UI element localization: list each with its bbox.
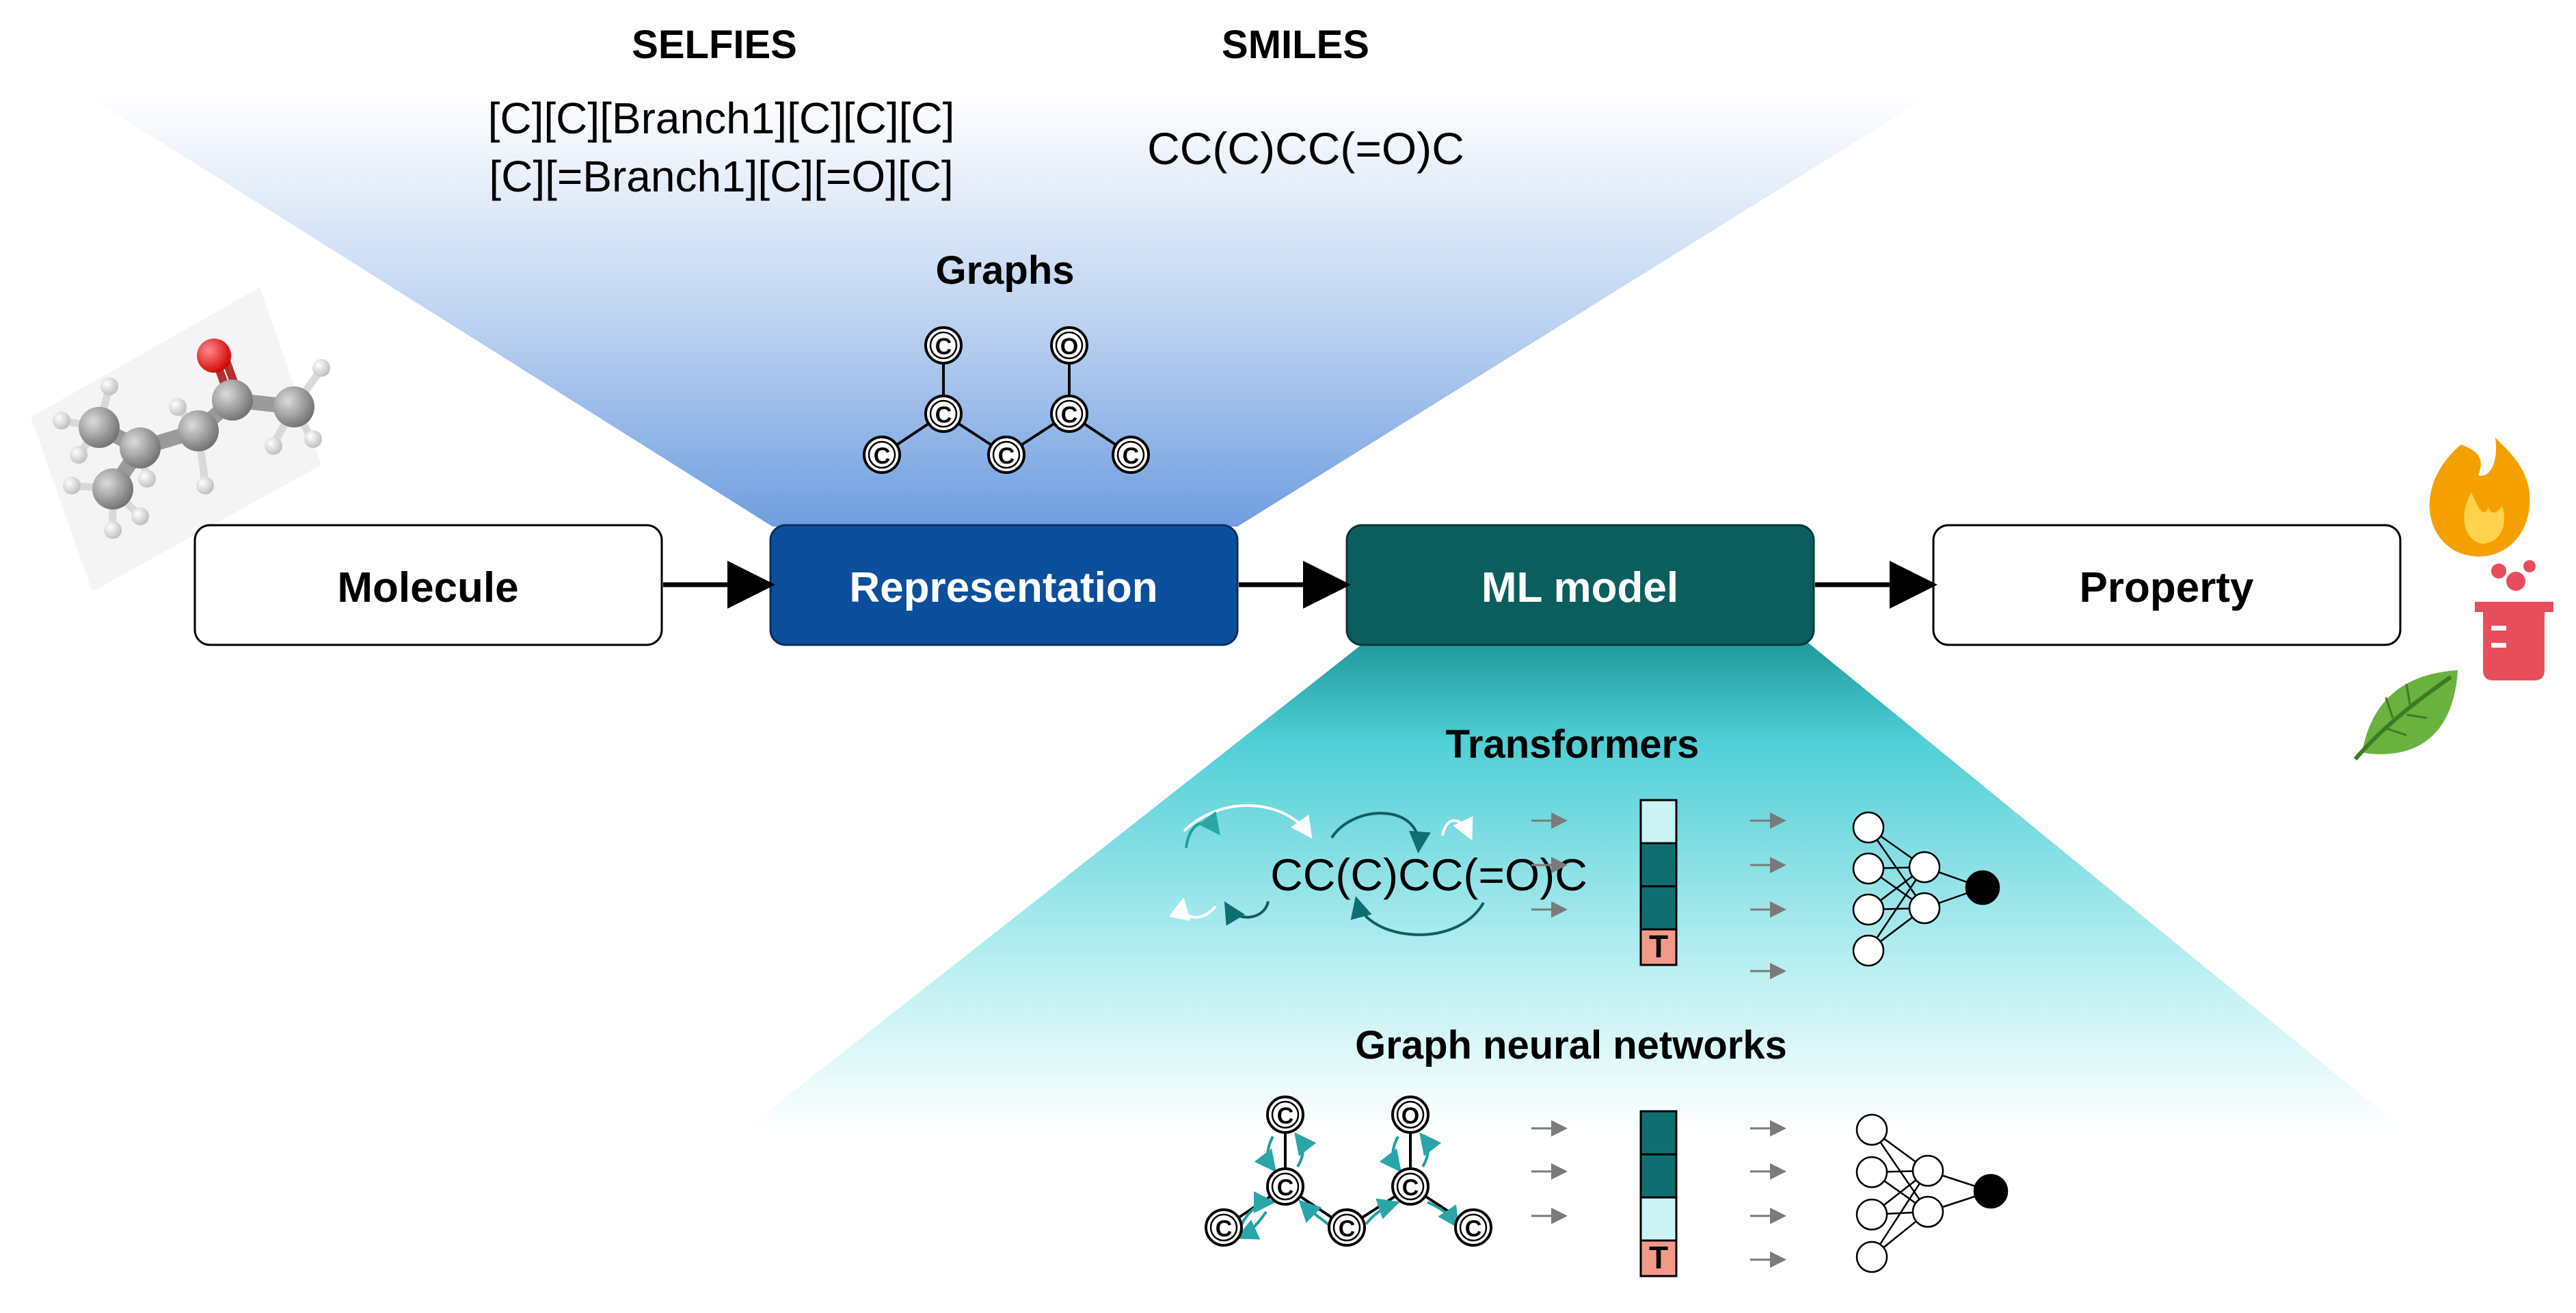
svg-text:C: C <box>1061 402 1078 428</box>
graph-atom-c1: C <box>924 326 963 364</box>
svg-text:O: O <box>1060 334 1078 360</box>
gnn-atom-c4: C <box>1328 1208 1366 1247</box>
svg-text:C: C <box>1339 1216 1356 1242</box>
graph-atom-c5: C <box>1050 395 1088 433</box>
beaker-icon <box>2475 560 2553 680</box>
input-arrows-gnn <box>1531 1120 1568 1224</box>
gnn-embedding-vector <box>1639 1110 1678 1277</box>
svg-text:C: C <box>1123 443 1140 469</box>
svg-text:C: C <box>1277 1175 1294 1201</box>
svg-text:C: C <box>935 334 952 360</box>
message-passing-arrows <box>1235 1132 1460 1240</box>
gnn-atom-c3: C <box>1205 1208 1243 1247</box>
graph-atom-c4: C <box>987 436 1025 474</box>
selfies-string-line1: [C][C][Branch1][C][C][C] <box>488 94 955 143</box>
graph-atom-c3: C <box>863 436 901 474</box>
input-arrows-transformer <box>1531 812 1568 918</box>
transformer-embedding-vector <box>1639 799 1678 966</box>
svg-text:C: C <box>1465 1216 1482 1242</box>
output-arrows-transformer <box>1750 812 1786 979</box>
ml-model-label: ML model <box>1481 564 1678 611</box>
svg-text:C: C <box>1216 1216 1233 1242</box>
graph-atom-o: O <box>1050 326 1088 364</box>
attention-arrows <box>1168 804 1485 936</box>
svg-text:C: C <box>1277 1103 1294 1129</box>
transformers-heading: Transformers <box>1446 722 1700 767</box>
smiles-string: CC(C)CC(=O)C <box>1147 123 1464 174</box>
gnn-neural-net <box>1855 1113 2009 1273</box>
molecule-label: Molecule <box>337 564 518 611</box>
gnn-atom-c2: C <box>1266 1167 1304 1206</box>
selfies-heading: SELFIES <box>632 23 797 67</box>
svg-text:C: C <box>935 402 952 428</box>
representation-fan <box>82 92 1935 527</box>
transformer-token-label: T <box>1649 929 1668 964</box>
graphs-heading: Graphs <box>935 248 1074 293</box>
model-fan <box>742 643 2406 1132</box>
gnn-atom-c5: C <box>1391 1167 1430 1206</box>
svg-text:O: O <box>1401 1103 1419 1129</box>
smiles-heading: SMILES <box>1222 23 1369 67</box>
gnn-atom-c1: C <box>1266 1096 1304 1134</box>
graph-atom-c2: C <box>924 395 963 433</box>
representation-label: Representation <box>849 564 1157 611</box>
transformer-smiles-string: CC(C)CC(=O)C <box>1270 849 1587 900</box>
transformer-neural-net <box>1852 811 2000 967</box>
selfies-string-line2: [C][=Branch1][C][=O][C] <box>489 152 953 201</box>
molecule-3d-icon <box>31 287 330 592</box>
graph-atom-c6: C <box>1112 436 1150 474</box>
flame-icon <box>2429 438 2530 557</box>
gnn-atom-o: O <box>1391 1096 1430 1134</box>
svg-text:C: C <box>998 443 1015 469</box>
gnn-heading: Graph neural networks <box>1355 1023 1787 1067</box>
svg-text:C: C <box>1402 1175 1419 1201</box>
molecule-box <box>193 524 663 646</box>
svg-text:C: C <box>874 443 891 469</box>
output-arrows-gnn <box>1750 1120 1786 1268</box>
gnn-atom-c6: C <box>1454 1208 1492 1247</box>
gnn-token-label: T <box>1649 1240 1668 1275</box>
leaf-icon <box>2353 670 2458 760</box>
property-label: Property <box>2080 564 2254 611</box>
